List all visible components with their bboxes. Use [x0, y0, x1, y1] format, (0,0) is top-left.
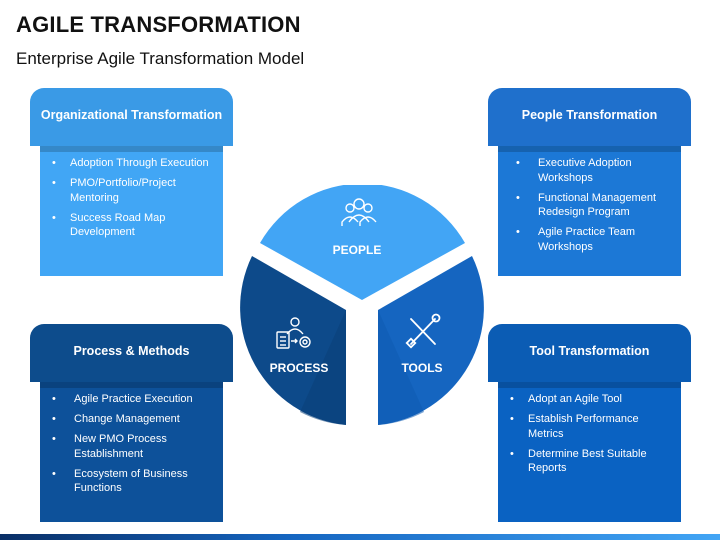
- card-body: Executive Adoption Workshops Functional …: [498, 146, 681, 276]
- footer-bar: [0, 534, 720, 540]
- wrench-screwdriver-icon: [405, 313, 441, 349]
- people-transformation-card: People Transformation Executive Adoption…: [488, 88, 691, 276]
- process-inner-shade: [300, 310, 346, 425]
- people-segment: [260, 185, 465, 300]
- tool-transformation-card: Tool Transformation Adopt an Agile Tool …: [488, 324, 691, 522]
- list-item: New PMO Process Establishment: [52, 432, 213, 461]
- bullet-list: Adoption Through Execution PMO/Portfolio…: [52, 156, 213, 240]
- list-item: Success Road Map Development: [52, 211, 213, 240]
- card-body: Agile Practice Execution Change Manageme…: [40, 382, 223, 522]
- list-item: Establish Performance Metrics: [510, 412, 671, 441]
- card-header: Tool Transformation: [488, 324, 691, 382]
- header-shadow: [498, 146, 681, 152]
- bullet-list: Executive Adoption Workshops Functional …: [516, 156, 671, 254]
- list-item: Functional Management Redesign Program: [516, 191, 671, 220]
- card-body: Adopt an Agile Tool Establish Performanc…: [498, 382, 681, 522]
- bullet-list: Agile Practice Execution Change Manageme…: [52, 392, 213, 496]
- page-title: AGILE TRANSFORMATION: [16, 12, 301, 37]
- list-item: Agile Practice Execution: [52, 392, 213, 407]
- list-item: Agile Practice Team Workshops: [516, 225, 671, 254]
- card-header: Organizational Transformation: [30, 88, 233, 146]
- people-group-icon: [341, 198, 377, 226]
- organizational-transformation-card: Organizational Transformation Adoption T…: [30, 88, 233, 276]
- tools-inner-shade: [378, 310, 424, 425]
- tools-label: TOOLS: [401, 361, 442, 375]
- list-item: PMO/Portfolio/Project Mentoring: [52, 176, 213, 205]
- page-subtitle: Enterprise Agile Transformation Model: [16, 49, 305, 68]
- card-header: People Transformation: [488, 88, 691, 146]
- header-shadow: [498, 382, 681, 388]
- transformation-wheel: PEOPLE PROCESS TOOLS: [240, 185, 484, 425]
- bullet-list: Adopt an Agile Tool Establish Performanc…: [510, 392, 671, 476]
- process-methods-card: Process & Methods Agile Practice Executi…: [30, 324, 233, 522]
- card-body: Adoption Through Execution PMO/Portfolio…: [40, 146, 223, 276]
- list-item: Adoption Through Execution: [52, 156, 213, 171]
- people-label: PEOPLE: [333, 243, 382, 257]
- list-item: Adopt an Agile Tool: [510, 392, 671, 407]
- card-header: Process & Methods: [30, 324, 233, 382]
- list-item: Ecosystem of Business Functions: [52, 467, 213, 496]
- list-item: Change Management: [52, 412, 213, 427]
- header-shadow: [40, 146, 223, 152]
- list-item: Determine Best Suitable Reports: [510, 447, 671, 476]
- header-shadow: [40, 382, 223, 388]
- process-label: PROCESS: [270, 361, 329, 375]
- process-gear-icon: [276, 317, 311, 349]
- list-item: Executive Adoption Workshops: [516, 156, 671, 185]
